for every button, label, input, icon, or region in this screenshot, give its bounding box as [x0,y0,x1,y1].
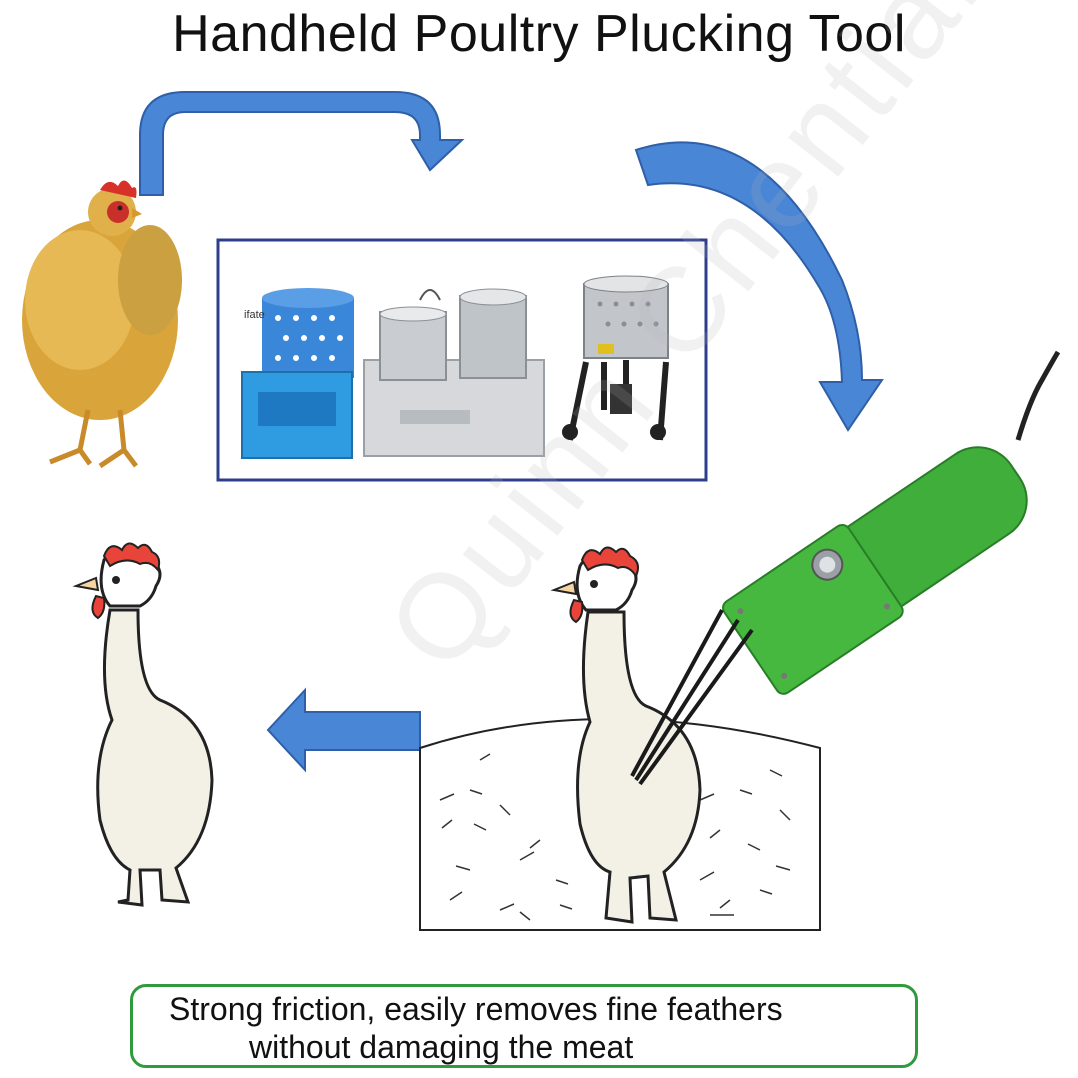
plucking-machines-image: ifate [216,238,708,482]
handheld-plucker-icon [630,350,1061,786]
flow-arrow-icon [634,141,884,432]
plucked-chicken-icon [72,542,214,907]
machine-label: ifate [244,309,265,321]
flow-arrow-icon [139,91,465,196]
page-title: Handheld Poultry Plucking Tool [172,5,906,63]
caption-box: Strong friction, easily removes fine fea… [130,984,918,1068]
live-hen-image [22,180,182,469]
caption-line-2: without damaging the meat [249,1029,634,1065]
flow-arrow-icon [266,687,421,773]
caption-line-1: Strong friction, easily removes fine fea… [169,991,783,1027]
